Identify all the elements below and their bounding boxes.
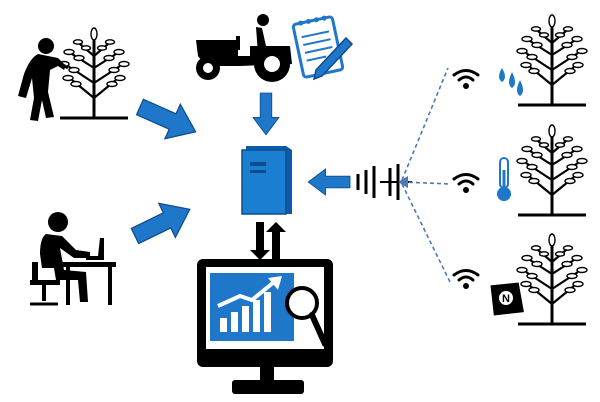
arrow-farmer-to-server — [131, 89, 204, 150]
sensor-links — [401, 67, 451, 283]
water-drops-icon — [499, 68, 523, 96]
tree-icon — [57, 26, 131, 120]
fertilizer-bag-icon: N — [490, 282, 524, 316]
notepad-pencil-icon — [291, 15, 354, 81]
tree-icon — [515, 123, 589, 217]
sensor-fertilizer: N — [452, 232, 589, 326]
tree-icon — [515, 13, 589, 107]
fertilizer-nitrogen-label: N — [502, 293, 510, 305]
monitor-analytics-icon — [197, 259, 333, 394]
arrow-office-to-server — [126, 191, 199, 254]
wifi-icon — [452, 69, 480, 91]
thermometer-icon — [497, 157, 511, 201]
arrow-antenna-to-server — [307, 168, 351, 196]
sensor-temperature — [452, 123, 589, 217]
wifi-icon — [452, 173, 480, 195]
radio-antenna-icon — [356, 164, 412, 200]
person-at-computer-icon — [30, 212, 116, 306]
tree-icon — [515, 232, 589, 326]
tractor-icon — [196, 14, 292, 82]
server-icon — [241, 146, 292, 215]
person-pruning-tree-icon — [18, 38, 69, 121]
server-monitor-sync-arrows — [250, 222, 286, 260]
wifi-icon — [452, 269, 480, 291]
sensor-water — [452, 13, 589, 107]
farmer-pruning-tree-group — [18, 26, 131, 121]
arrow-tractor-to-server — [252, 92, 280, 136]
